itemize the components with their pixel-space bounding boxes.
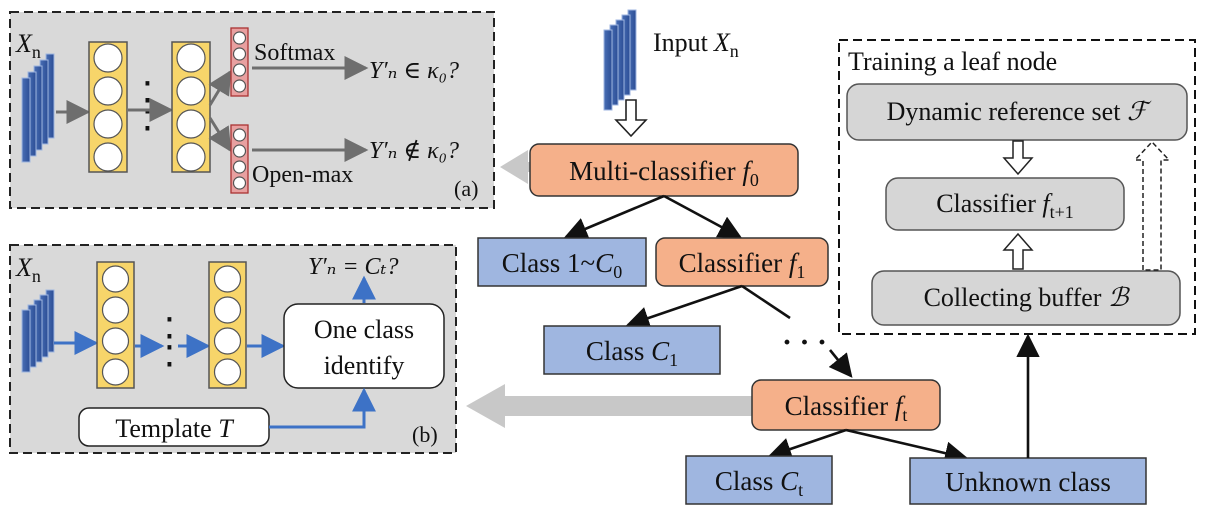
neuron (176, 43, 206, 73)
panel-b-layer-2-neurons (213, 265, 242, 386)
panel-a-softmax-label: Softmax (254, 40, 335, 66)
neuron (176, 142, 206, 172)
edge-continue-ft (828, 349, 853, 378)
neuron (232, 47, 247, 61)
svg-text:⁚: ⁚ (143, 106, 152, 137)
neuron (213, 358, 242, 386)
neuron (232, 144, 247, 158)
neuron (93, 142, 123, 172)
feature-map-slice (21, 77, 31, 163)
panel-a-openmax-label: Open-max (252, 162, 353, 188)
neuron (176, 109, 206, 139)
panel-a-softmax-layer (230, 27, 249, 97)
class-ct-node (685, 455, 833, 505)
multi-classifier-label: Multi-classifier f0 (569, 156, 759, 190)
one-class-line-1: One class (314, 315, 414, 344)
classifier-ft-label: Classifier ft (785, 391, 908, 425)
panel-a-layer-1-neurons (93, 43, 123, 172)
neuron (101, 265, 130, 293)
panel-b-tag: (b) (412, 422, 438, 447)
dynamic-reference-set-box (846, 83, 1188, 141)
panel-b-input-stack-icon (21, 289, 55, 373)
neuron (232, 63, 247, 77)
panel-a-branch-openmax (208, 117, 232, 153)
dashed-arrow-buffer-to-reference (1133, 140, 1171, 271)
arrow-to-panel-a (500, 150, 532, 184)
panel-b-output: Y′ₙ = Cₜ? (308, 254, 398, 280)
arrow-to-panel-b (466, 384, 752, 428)
neuron (93, 109, 123, 139)
input-down-arrow (614, 99, 648, 138)
neuron (93, 76, 123, 106)
panel-a-output-notin: Y′ₙ ∉ κ₀? (369, 138, 459, 164)
classifier-ft1-label: Classifier ft+1 (936, 189, 1074, 222)
unknown-class-node (909, 457, 1147, 505)
panel-a-output-in: Y′ₙ ∈ κ₀? (369, 58, 459, 84)
classifier-f1-label: Classifier f1 (679, 248, 806, 282)
panel-a-openmax-layer (230, 124, 249, 194)
neuron (232, 160, 247, 174)
leaf-training-panel: Training a leaf node Dynamic reference s… (838, 39, 1196, 335)
unknown-class-label: Unknown class (945, 467, 1111, 497)
panel-a-xn-label: Xn (15, 29, 41, 62)
class-1-c0-label: Class 1~C0 (502, 248, 622, 282)
dynamic-reference-set-label: Dynamic reference set ℱ (887, 97, 1152, 126)
template-arrow (269, 387, 376, 429)
collecting-buffer-label: Collecting buffer ℬ (924, 283, 1130, 312)
edge-f0-class1c0 (563, 194, 665, 240)
neuron (232, 31, 247, 45)
neuron (232, 176, 247, 190)
tree-ellipsis: · · · (782, 326, 827, 359)
hollow-arrow-buffer-to-classifier (1002, 232, 1034, 270)
template-label: Template T (115, 414, 234, 443)
feature-map-slice (21, 309, 31, 373)
panel-a-openmax-neurons (232, 128, 247, 190)
neuron (93, 43, 123, 73)
leaf-panel-title: Training a leaf node (848, 47, 1057, 76)
class-c1-node (543, 325, 721, 375)
one-class-line-2: identify (324, 351, 405, 380)
neuron (101, 296, 130, 324)
input-stack-icon (603, 9, 637, 111)
panel-b-xn-label: Xn (15, 253, 41, 286)
edge-f1-classc1 (625, 284, 743, 330)
neuron (213, 265, 242, 293)
panel-a: Xn ⁚ ⁚ Softmax Y′ₙ ∈ κ₀? Y′ₙ ∉ κ₀? Open-… (9, 11, 495, 209)
panel-a-tag: (a) (454, 176, 478, 201)
panel-a-softmax-neurons (232, 31, 247, 93)
classifier-ft1-box (885, 177, 1125, 231)
neuron (176, 76, 206, 106)
neuron (213, 296, 242, 324)
neuron (101, 358, 130, 386)
neuron (232, 128, 247, 142)
panel-b-ellipsis: ⁚ (165, 314, 174, 345)
edge-ft-unknown (845, 428, 969, 465)
class-ct-label: Class Ct (715, 466, 803, 500)
panel-a-layer-2-neurons (176, 43, 206, 172)
edge-f1-continue (741, 284, 791, 320)
panel-a-branch-softmax (208, 69, 232, 106)
edge-ft-classct (767, 428, 847, 461)
edge-f0-f1 (663, 194, 743, 239)
neuron (213, 327, 242, 355)
svg-text:⁚: ⁚ (165, 342, 174, 373)
class-c1-label: Class C1 (586, 336, 678, 370)
panel-a-ellipsis: ⁚ (143, 78, 152, 109)
panel-a-input-stack-icon (21, 53, 55, 163)
neuron (232, 79, 247, 93)
feature-map-slice (603, 29, 613, 111)
class-1-c0-node (477, 237, 647, 287)
panel-b-layer-1-neurons (101, 265, 130, 386)
panel-b: Xn ⁚ ⁚ One class identify Y′ₙ = Cₜ? Temp… (9, 244, 457, 454)
collecting-buffer-box (871, 270, 1181, 326)
hollow-arrow-reference-to-classifier (1002, 140, 1034, 176)
neuron (101, 327, 130, 355)
